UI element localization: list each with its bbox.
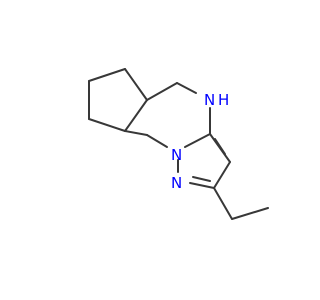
bond-c3a-n: [184, 133, 211, 148]
nh-nitrogen-label: N: [204, 91, 215, 109]
bond-c3-c3-double: [214, 138, 226, 155]
bond-cp-2: [88, 68, 126, 82]
bond-cp-fusion: [124, 99, 148, 132]
bond-c2-n1: [189, 182, 215, 189]
atom-labels: N H N N: [171, 91, 229, 192]
bond-ethyl-2: [231, 207, 269, 220]
bond-cp-1: [124, 68, 148, 101]
bond-ch-link: [124, 130, 148, 136]
bonds: [88, 68, 269, 220]
bond-ethyl-1: [213, 187, 233, 220]
bond-n-ch: [146, 134, 168, 148]
nh-hydrogen-label: H: [218, 91, 229, 109]
molecule-diagram: N H N N: [88, 68, 269, 220]
bond-cp-4: [88, 118, 126, 132]
pyrazole-nitrogen-label: N: [171, 174, 182, 192]
bond-ch-ch2: [146, 82, 178, 101]
bond-c3-c2: [213, 161, 231, 189]
bond-ch2-nh: [176, 82, 197, 94]
bridgehead-nitrogen-label: N: [171, 146, 182, 164]
bond-c2-n1-double: [192, 176, 211, 182]
